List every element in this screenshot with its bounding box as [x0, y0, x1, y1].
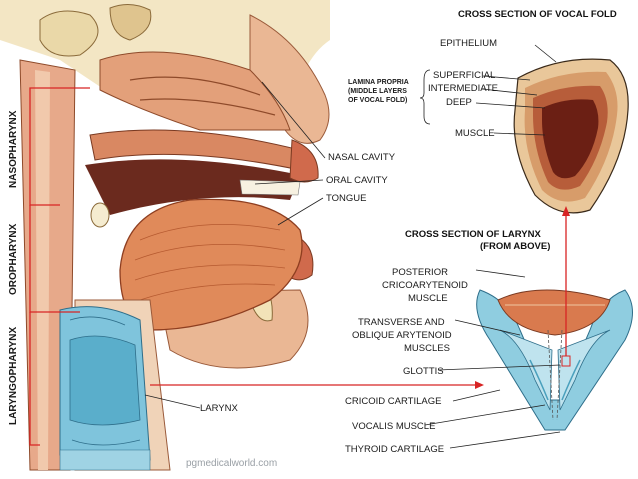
vocalis-muscle-label: VOCALIS MUSCLE: [352, 421, 435, 432]
transverse-oblique-line-3: MUSCLES: [404, 343, 450, 354]
deep-label: DEEP: [446, 97, 472, 108]
thyroid-cartilage-label: THYROID CARTILAGE: [345, 444, 444, 455]
tongue-label: TONGUE: [326, 193, 366, 204]
oral-cavity-label: ORAL CAVITY: [326, 175, 388, 186]
larynx-section-title-line-2: (FROM ABOVE): [480, 241, 550, 252]
watermark: pgmedicalworld.com: [186, 458, 277, 469]
lamina-propria-line-3: OF VOCAL FOLD): [348, 97, 407, 104]
oropharynx-label: OROPHARYNX: [8, 223, 19, 295]
epithelium-label: EPITHELIUM: [440, 38, 497, 49]
muscle-label: MUSCLE: [455, 128, 495, 139]
glottis-label: GLOTTIS: [403, 366, 444, 377]
nasal-cavity-label: NASAL CAVITY: [328, 152, 396, 163]
cricoid-cartilage-label: CRICOID CARTILAGE: [345, 396, 441, 407]
vocal-fold-cross-section: [514, 59, 628, 213]
posterior-cricoarytenoid-line-1: POSTERIOR: [392, 267, 448, 278]
posterior-cricoarytenoid-line-2: CRICOARYTENOID: [382, 280, 468, 291]
superficial-label: SUPERFICIAL: [433, 70, 495, 81]
vocal-fold-title: CROSS SECTION OF VOCAL FOLD: [458, 9, 617, 20]
posterior-cricoarytenoid-line-3: MUSCLE: [408, 293, 448, 304]
transverse-oblique-line-2: OBLIQUE ARYTENOID: [352, 330, 452, 341]
lamina-propria-line-1: LAMINA PROPRIA: [348, 79, 409, 86]
laryngopharynx-label: LARYNGOPHARYNX: [8, 327, 19, 425]
larynx-label: LARYNX: [200, 403, 239, 414]
nasopharynx-label: NASOPHARYNX: [8, 110, 19, 188]
lamina-propria-line-2: (MIDDLE LAYERS: [348, 88, 407, 95]
larynx-top-view: [477, 290, 633, 430]
intermediate-label: INTERMEDIATE: [428, 83, 498, 94]
larynx-arrowhead: [475, 381, 484, 389]
larynx-section-title-line-1: CROSS SECTION OF LARYNX: [405, 229, 541, 240]
transverse-oblique-line-1: TRANSVERSE AND: [358, 317, 445, 328]
